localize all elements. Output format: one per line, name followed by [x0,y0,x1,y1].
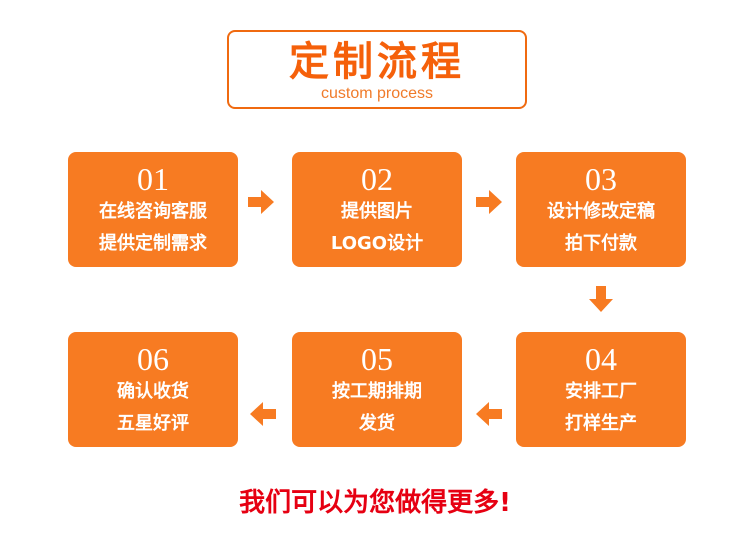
step-line1: 安排工厂 [565,381,637,402]
page-subtitle: custom process [320,85,434,102]
arrow-down-icon [589,286,613,312]
step-line2: 五星好评 [117,413,189,434]
step-line1: 确认收货 [117,381,189,402]
step-line2: 发货 [359,413,395,434]
arrow-right-icon [476,190,502,214]
step-02: 02 提供图片 LOGO设计 [292,152,462,267]
step-number: 03 [585,161,617,197]
step-line2: 提供定制需求 [99,233,207,254]
page-title: 定制流程 [289,39,465,85]
step-line1: 在线咨询客服 [99,201,207,222]
step-line2: 拍下付款 [565,233,637,254]
step-06: 06 确认收货 五星好评 [68,332,238,447]
arrow-right-icon [248,190,274,214]
step-line1: 提供图片 [341,201,413,222]
step-04: 04 安排工厂 打样生产 [516,332,686,447]
arrow-left-icon [476,402,502,426]
step-03: 03 设计修改定稿 拍下付款 [516,152,686,267]
step-number: 01 [137,161,169,197]
step-number: 04 [585,341,617,377]
step-01: 01 在线咨询客服 提供定制需求 [68,152,238,267]
step-number: 06 [137,341,169,377]
step-number: 02 [361,161,393,197]
step-line1: 设计修改定稿 [547,201,655,222]
step-05: 05 按工期排期 发货 [292,332,462,447]
title-box: 定制流程 custom process [227,30,527,109]
step-line1: 按工期排期 [332,381,422,402]
step-number: 05 [361,341,393,377]
arrow-left-icon [250,402,276,426]
footer-slogan: 我们可以为您做得更多! [239,488,511,518]
step-line2: LOGO设计 [330,233,424,254]
step-line2: 打样生产 [565,413,637,434]
